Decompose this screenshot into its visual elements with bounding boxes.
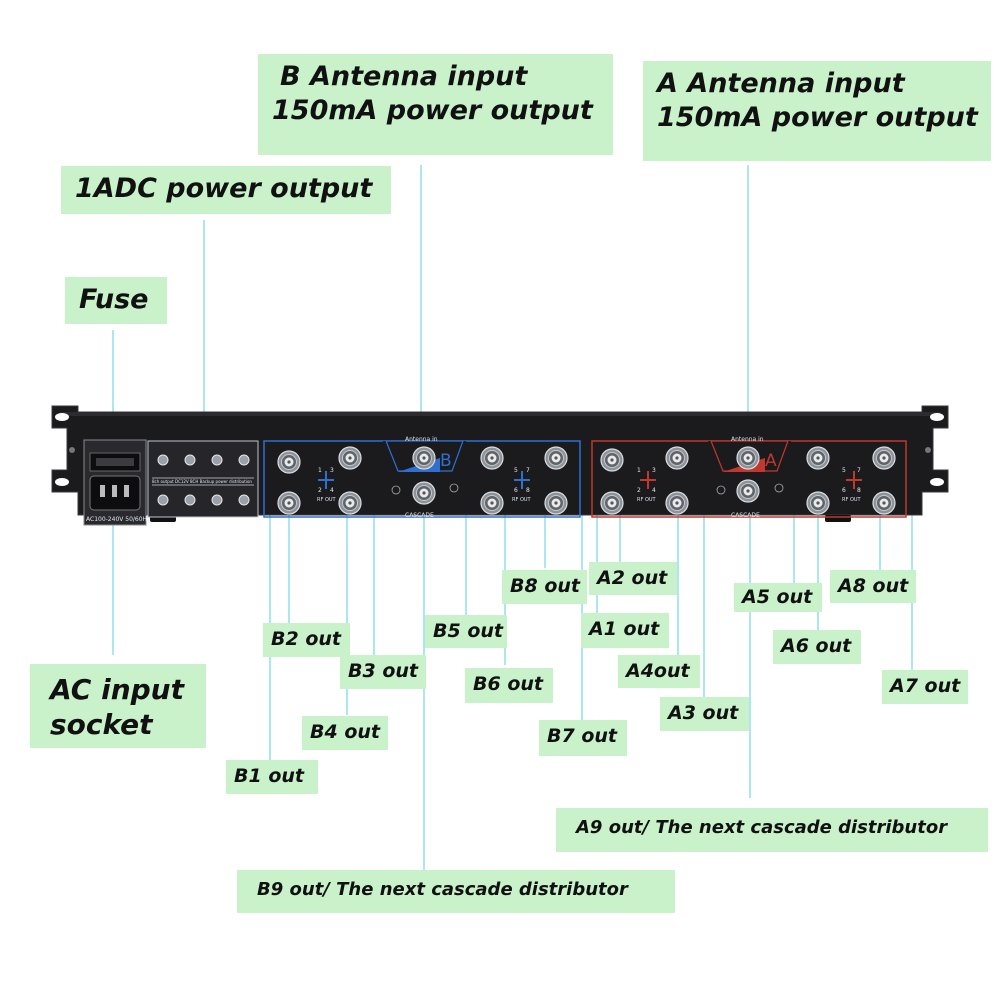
label-a-antenna: A Antenna input 150mA power output [643, 61, 991, 161]
bnc-a1-connector [600, 448, 624, 472]
label-a8: A8 out [830, 570, 916, 603]
bnc-a-antenna-connector [736, 446, 760, 470]
label-b-antenna-line1: B Antenna input [280, 61, 528, 92]
label-b3: B3 out [340, 655, 426, 689]
a-cascade-text: CASCADE [731, 512, 760, 519]
dc-jack-8 [157, 494, 169, 506]
bnc-b4-connector [338, 491, 362, 515]
b-rf-out-right: RF OUT [512, 497, 532, 503]
label-a-antenna-line2: 150mA power output [657, 102, 978, 133]
a-num-1: 1 [637, 467, 641, 474]
bnc-a7-connector [872, 446, 896, 470]
bnc-b2-connector [277, 450, 301, 474]
label-ac-line1: AC input [50, 673, 184, 706]
a-num-6: 6 [842, 487, 846, 494]
dc-jack-5 [238, 494, 250, 506]
a-num-7: 7 [857, 467, 861, 474]
a-rf-out-left: RF OUT [637, 497, 657, 503]
b-num-8: 8 [526, 487, 530, 494]
dc-jack-1 [157, 454, 169, 466]
label-ac-line2: socket [50, 708, 153, 741]
a-num-5: 5 [842, 467, 846, 474]
label-b4: B4 out [302, 716, 388, 750]
b-cascade-text: CASCADE [405, 512, 434, 519]
dc-jack-2 [184, 454, 196, 466]
bnc-a6-connector [806, 491, 830, 515]
bnc-connectors [277, 446, 896, 515]
bnc-b6-connector [480, 491, 504, 515]
mount-slot-left-top [55, 413, 69, 421]
label-a4: A4out [618, 655, 700, 688]
ac-rating-text: AC100-240V 50/60Hz [86, 516, 150, 523]
dc-jack-6 [211, 494, 223, 506]
bnc-a4-connector [665, 491, 689, 515]
a-antenna-in-text: Antenna in [731, 436, 764, 443]
bnc-b8-connector [544, 491, 568, 515]
label-fuse: Fuse [65, 277, 167, 324]
bnc-a8-connector [872, 491, 896, 515]
label-a9: A9 out/ The next cascade distributor [556, 808, 988, 852]
ac-socket-module: AC100-240V 50/60Hz [83, 439, 150, 526]
a-letter: A [765, 451, 777, 471]
b-num-5: 5 [514, 467, 518, 474]
b-num-1: 1 [318, 467, 322, 474]
label-b1: B1 out [226, 760, 318, 794]
b-num-2: 2 [318, 487, 322, 494]
bnc-a3-connector [665, 446, 689, 470]
dc-caption: 8ch output DC12V 8CH Backup power distri… [152, 479, 252, 484]
dc-jack-4 [238, 454, 250, 466]
label-b8: B8 out [502, 570, 587, 604]
label-a6: A6 out [773, 630, 861, 664]
dc-power-module: 8ch output DC12V 8CH Backup power distri… [147, 440, 259, 518]
mount-slot-left-bottom [55, 478, 69, 486]
label-b5: B5 out [425, 615, 507, 648]
label-b7: B7 out [539, 720, 627, 756]
bnc-a2-connector [600, 491, 624, 515]
a-rf-out-right: RF OUT [842, 497, 862, 503]
label-a-antenna-line1: A Antenna input [657, 68, 905, 99]
b-rf-out-left: RF OUT [317, 497, 337, 503]
b-letter: B [440, 451, 452, 471]
label-adc-power: 1ADC power output [61, 166, 391, 214]
label-a1: A1 out [581, 613, 669, 648]
b-num-7: 7 [526, 467, 530, 474]
bnc-b5-connector [480, 446, 504, 470]
label-b-antenna: B Antenna input 150mA power output [258, 54, 613, 155]
label-a3: A3 out [660, 697, 749, 731]
bnc-b3-connector [338, 446, 362, 470]
bnc-b-cascade-connector [412, 481, 436, 505]
label-a7: A7 out [882, 670, 968, 704]
b-num-4: 4 [330, 487, 334, 494]
mount-slot-right-bottom [930, 478, 944, 486]
label-b6: B6 out [465, 668, 553, 703]
dc-jack-3 [211, 454, 223, 466]
label-ac-input: AC input socket [30, 664, 206, 748]
b-num-3: 3 [330, 467, 334, 474]
a-num-2: 2 [637, 487, 641, 494]
label-a2: A2 out [589, 562, 677, 595]
bnc-b7-connector [544, 446, 568, 470]
label-a5: A5 out [734, 583, 822, 612]
b-antenna-in-text: Antenna in [405, 436, 438, 443]
bnc-b1-connector [277, 491, 301, 515]
label-b2: B2 out [263, 623, 350, 657]
bnc-a5-connector [806, 446, 830, 470]
a-num-3: 3 [652, 467, 656, 474]
a-num-4: 4 [652, 487, 656, 494]
bnc-b-antenna-connector [412, 446, 436, 470]
label-b9: B9 out/ The next cascade distributor [237, 870, 675, 913]
label-b-antenna-line2: 150mA power output [272, 95, 593, 126]
dc-jack-7 [184, 494, 196, 506]
b-num-6: 6 [514, 487, 518, 494]
a-num-8: 8 [857, 487, 861, 494]
bnc-a-cascade-connector [736, 479, 760, 503]
mount-slot-right-top [930, 413, 944, 421]
